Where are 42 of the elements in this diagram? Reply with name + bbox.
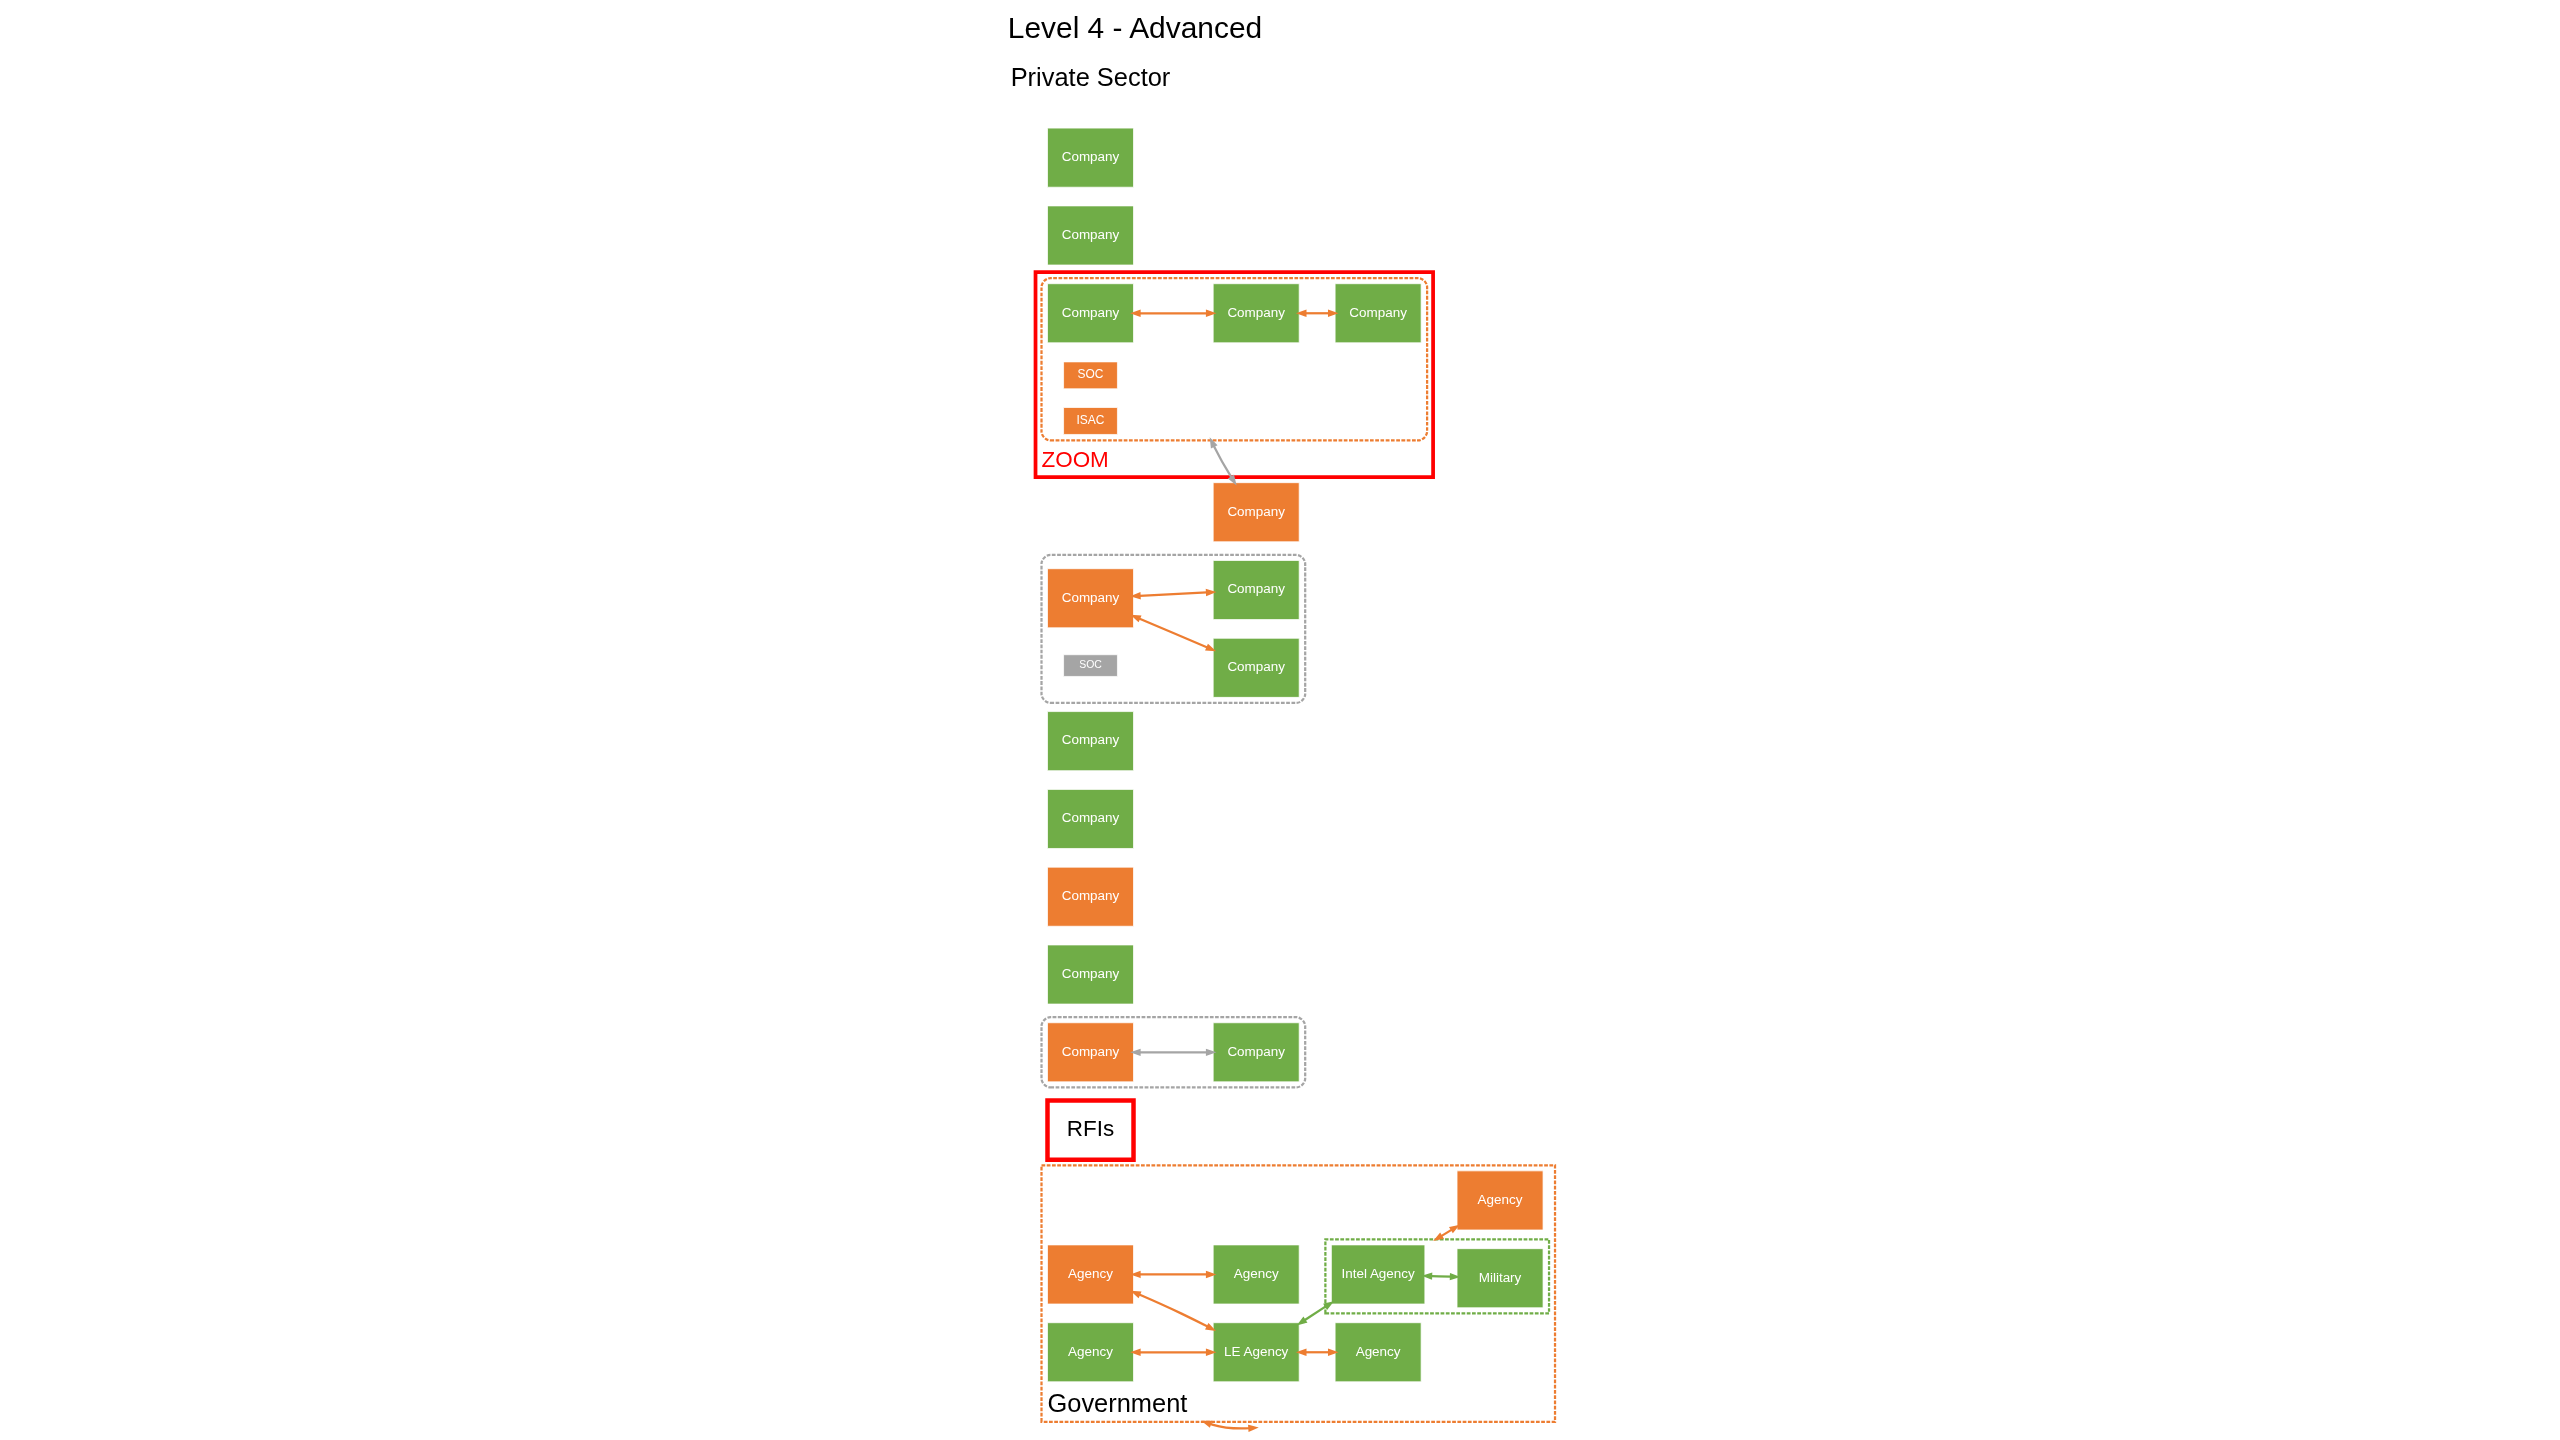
- node-box: Company: [1046, 789, 1134, 849]
- arrow: [1421, 1272, 1460, 1281]
- arrow: [1209, 437, 1237, 486]
- node-box: SOC: [1062, 361, 1118, 390]
- arrow: [1129, 1348, 1216, 1356]
- node-box: Company: [1212, 637, 1300, 698]
- cluster: [1039, 1016, 1306, 1089]
- arrow: [1296, 1301, 1334, 1326]
- diagram-title: Level 4 - Advanced: [1007, 11, 1262, 45]
- node-box: RFIs: [1044, 1098, 1136, 1162]
- node-box: Agency: [1046, 1244, 1134, 1305]
- node-box: Intel Agency: [1330, 1244, 1425, 1305]
- arrow: [1432, 1224, 1460, 1242]
- node-box: Company: [1046, 568, 1134, 629]
- arrow: [1200, 1420, 1259, 1432]
- node-box: LE Agency: [1212, 1322, 1300, 1383]
- node-box: Company: [1334, 283, 1421, 344]
- cluster: [1039, 553, 1306, 705]
- arrow: [1295, 309, 1338, 317]
- node-box: Company: [1046, 283, 1134, 344]
- label: Private Sector: [1010, 63, 1170, 92]
- node-box: Company: [1046, 711, 1134, 772]
- node-box: Military: [1456, 1248, 1543, 1309]
- node-box: Company: [1046, 127, 1134, 188]
- node-box: Agency: [1334, 1322, 1421, 1383]
- node-box: Agency: [1046, 1322, 1134, 1383]
- node-box: Company: [1046, 205, 1134, 266]
- node-box: Company: [1212, 560, 1300, 620]
- arrow: [1295, 1348, 1338, 1356]
- node-box: Company: [1212, 482, 1300, 543]
- node-box: SOC: [1062, 654, 1118, 677]
- arrow: [1129, 1048, 1216, 1056]
- node-box: Company: [1212, 1022, 1300, 1083]
- node-box: Company: [1212, 283, 1300, 344]
- node-box: Company: [1046, 1022, 1134, 1083]
- node-box: Agency: [1456, 1170, 1543, 1231]
- node-box: Agency: [1212, 1244, 1300, 1305]
- arrow: [1129, 309, 1216, 317]
- node-box: Company: [1046, 944, 1134, 1005]
- node-box: ISAC: [1062, 407, 1118, 435]
- cluster: [1039, 277, 1428, 442]
- node-box: Company: [1046, 866, 1134, 927]
